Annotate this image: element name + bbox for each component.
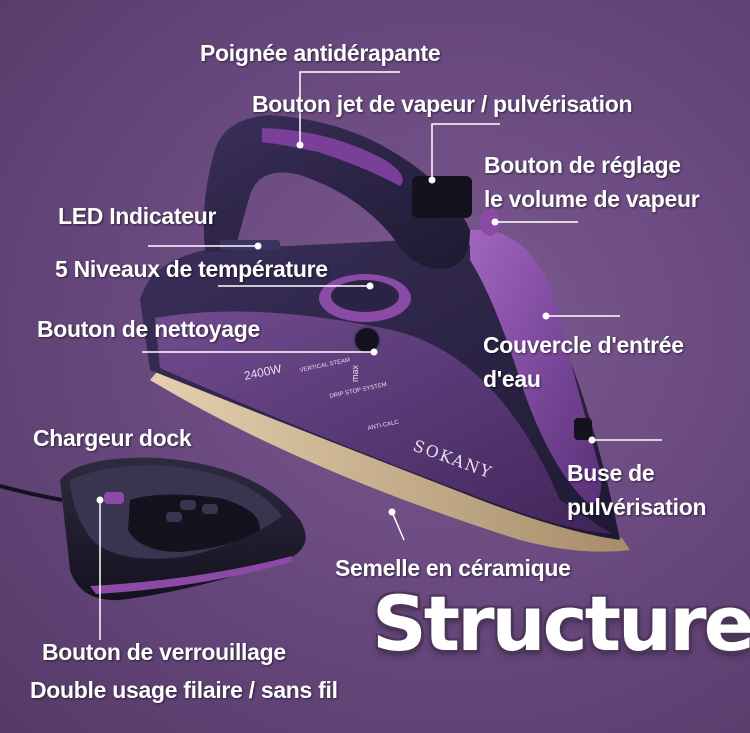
handle-shape bbox=[203, 115, 470, 269]
label-temperature: 5 Niveaux de température bbox=[55, 256, 328, 282]
steam-button-shape bbox=[412, 176, 472, 218]
label-spray-2: pulvérisation bbox=[567, 494, 707, 520]
label-steam-volume-2: le volume de vapeur bbox=[484, 186, 700, 212]
cleaning-button-shape bbox=[353, 326, 381, 354]
label-led: LED Indicateur bbox=[58, 203, 217, 229]
label-steam-volume-1: Bouton de réglage bbox=[484, 152, 681, 178]
label-dual-use: Double usage filaire / sans fil bbox=[30, 677, 338, 703]
leader-lines bbox=[99, 71, 662, 640]
label-water-cover-1: Couvercle d'entrée bbox=[483, 332, 684, 358]
dock-cradle-shape bbox=[128, 494, 261, 552]
label-handle: Poignée antidérapante bbox=[200, 40, 441, 66]
dock-purple-stripe bbox=[90, 556, 292, 594]
max-mark: max bbox=[350, 364, 360, 382]
steam-knob-shape bbox=[480, 208, 500, 236]
label-spray-1: Buse de bbox=[567, 460, 655, 486]
led-shape bbox=[220, 240, 280, 250]
label-cleaning: Bouton de nettoyage bbox=[37, 316, 261, 342]
leader-soleplate bbox=[391, 511, 405, 541]
label-water-cover-2: d'eau bbox=[483, 366, 541, 392]
iron-side-panel bbox=[155, 311, 612, 534]
leader-handle bbox=[299, 71, 400, 145]
diagram-title: Structure bbox=[372, 579, 750, 668]
label-steam-button: Bouton jet de vapeur / pulvérisation bbox=[252, 91, 633, 117]
water-tank-shape bbox=[470, 229, 602, 505]
leader-steam-button bbox=[431, 123, 500, 180]
label-lock-button: Bouton de verrouillage bbox=[42, 639, 286, 665]
power-cord-shape bbox=[0, 484, 63, 502]
label-dock: Chargeur dock bbox=[33, 425, 192, 451]
leader-dots bbox=[96, 141, 596, 516]
dock-lock-button-shape bbox=[104, 492, 124, 504]
handle-grip-shape bbox=[262, 128, 403, 186]
spray-nozzle-shape bbox=[574, 418, 592, 440]
label-soleplate: Semelle en céramique bbox=[335, 555, 571, 581]
